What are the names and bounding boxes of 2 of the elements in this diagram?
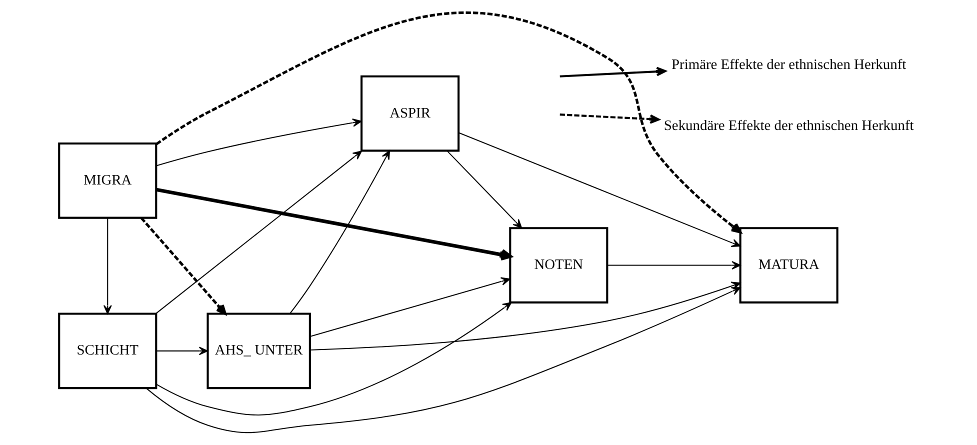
legend-label: Sekundäre Effekte der ethnischen Herkunft <box>663 118 914 134</box>
legend-label: Primäre Effekte der ethnischen Herkunft <box>671 56 906 73</box>
